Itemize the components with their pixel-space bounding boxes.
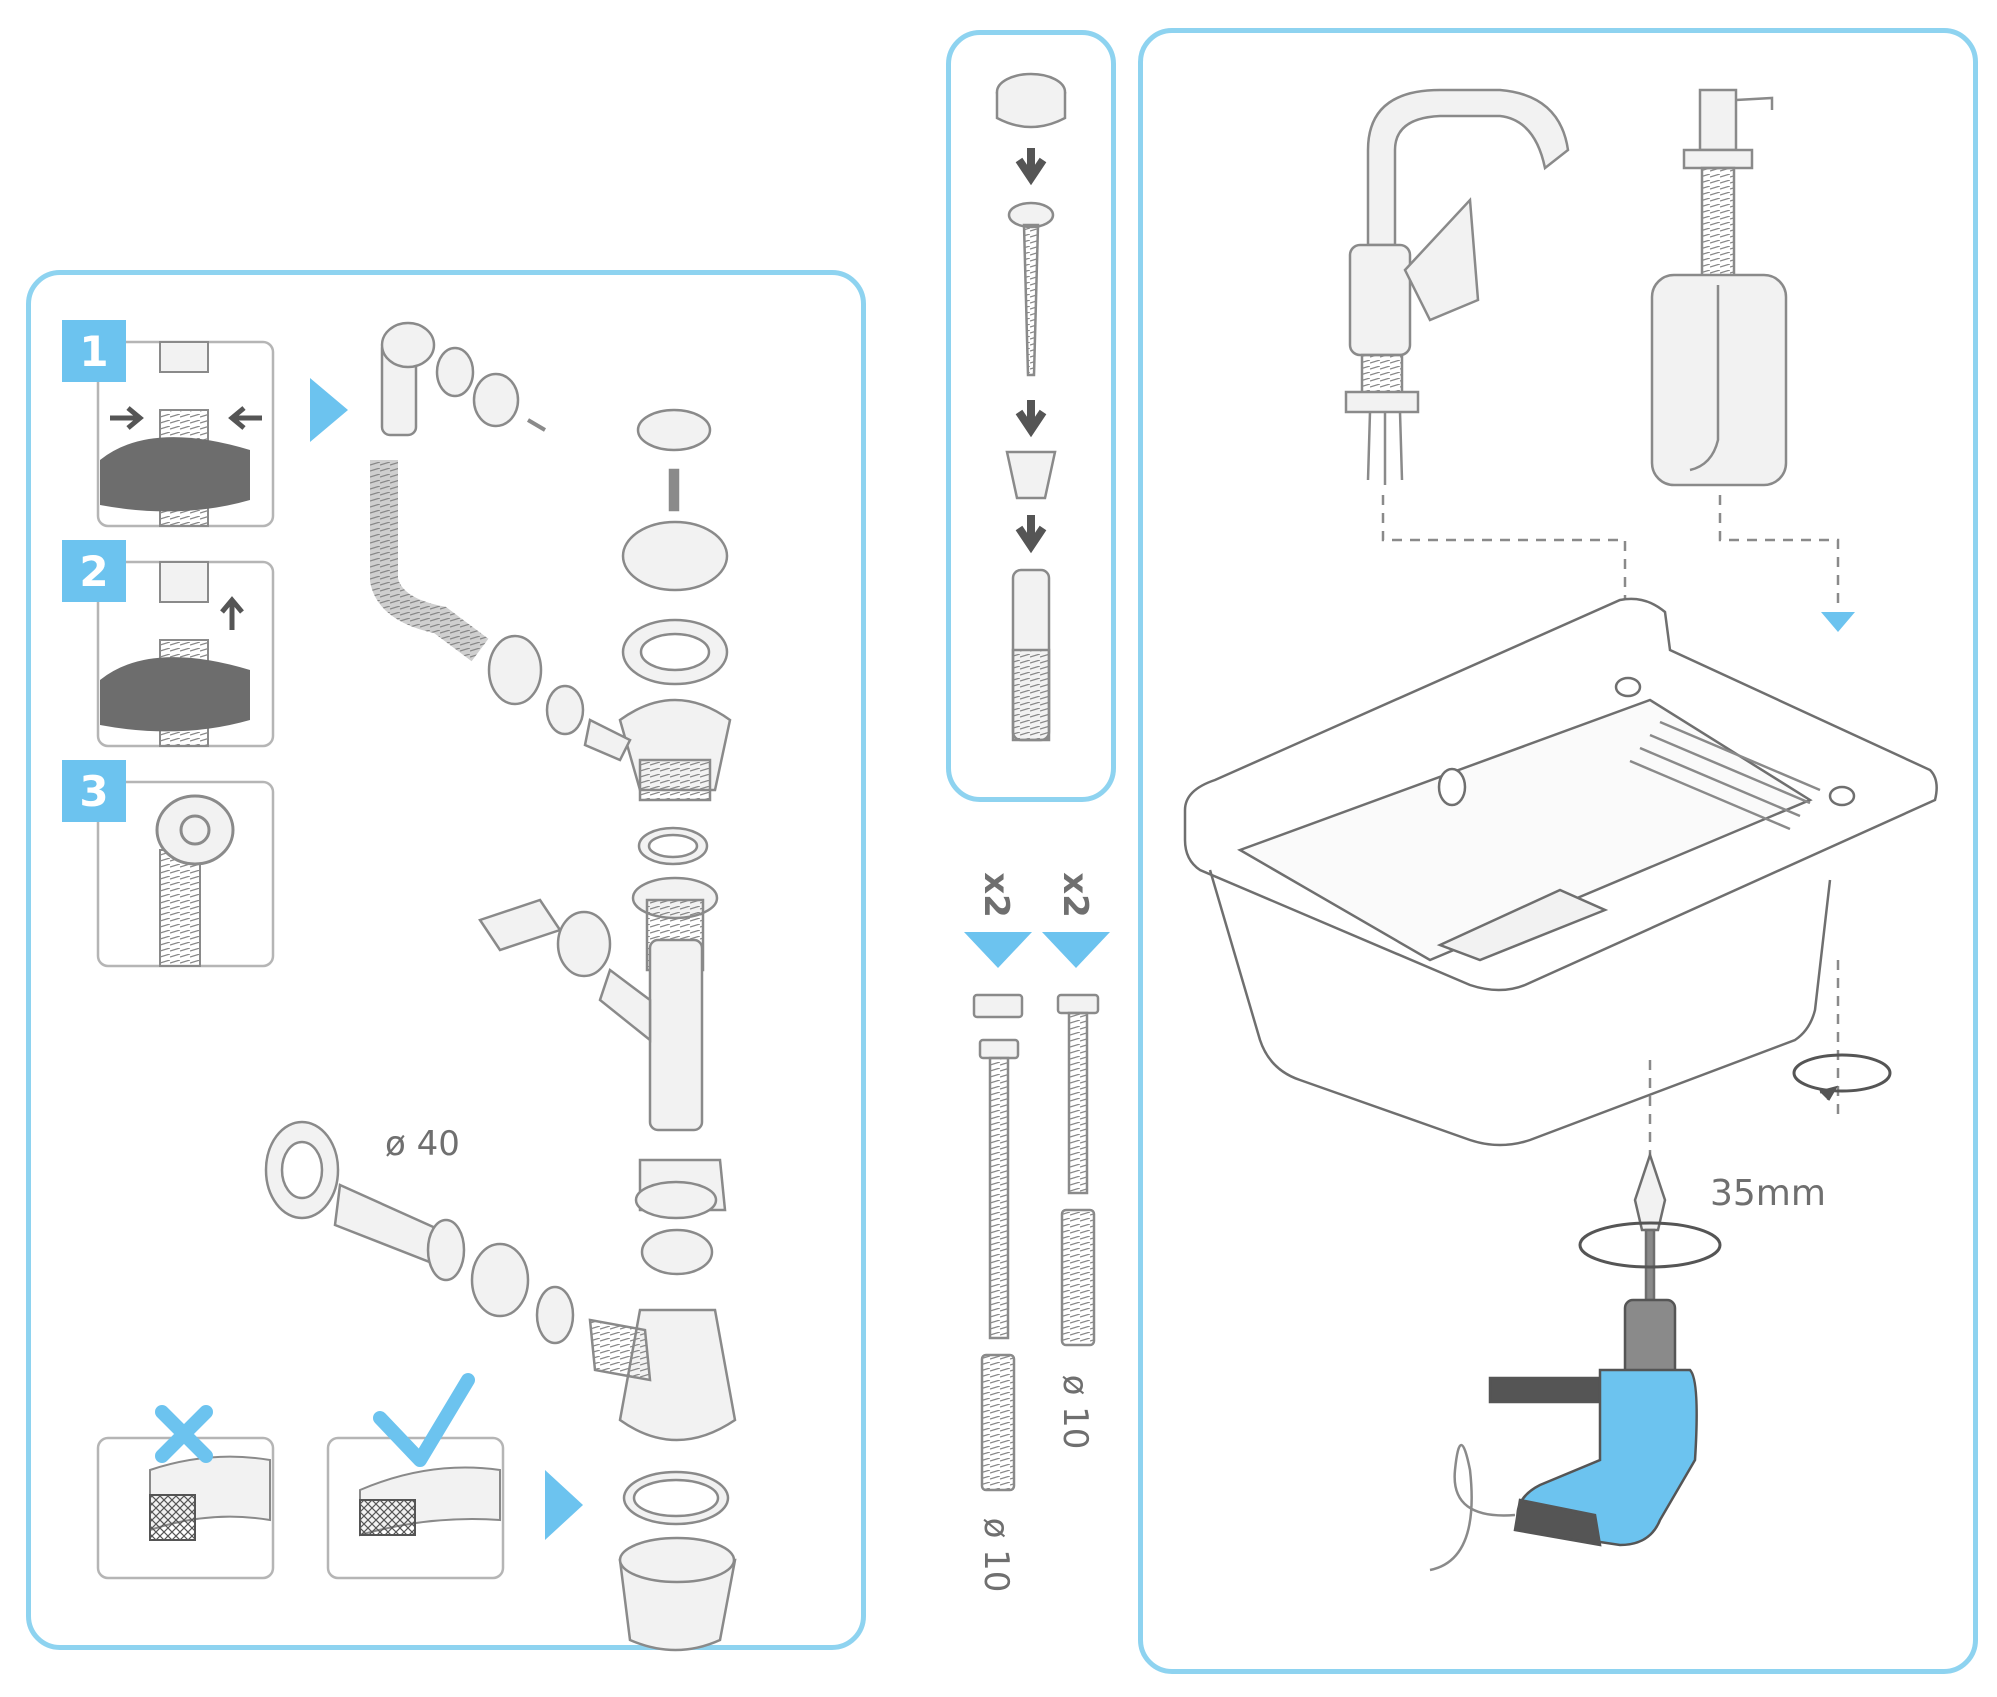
overflow-hole bbox=[1437, 767, 1467, 807]
triangle-down-icon bbox=[1821, 612, 1855, 632]
arrow-right-icon bbox=[110, 406, 144, 430]
step-1-number: 1 bbox=[79, 327, 108, 376]
pipe-40-assembly bbox=[264, 1120, 575, 1345]
faucet-icon bbox=[1344, 88, 1570, 485]
faucet-guide-line bbox=[1381, 495, 1627, 610]
overflow-pipe-assembly bbox=[370, 321, 585, 736]
electric-drill-icon bbox=[1429, 1298, 1698, 1572]
arrow-down-icon bbox=[1015, 515, 1047, 554]
check-icon bbox=[373, 1373, 475, 1467]
cap-icon bbox=[972, 993, 1024, 1019]
elbow-connector-icon bbox=[478, 898, 562, 952]
step-2-number: 2 bbox=[79, 547, 108, 596]
step-3-badge bbox=[62, 760, 126, 822]
hand-icon bbox=[100, 657, 250, 732]
triangle-down-icon bbox=[1042, 932, 1110, 968]
wall-plug-icon bbox=[1060, 1208, 1096, 1347]
rotate-arrow-icon bbox=[1792, 1053, 1892, 1101]
arrow-down-icon bbox=[1015, 148, 1047, 186]
arrow-left-icon bbox=[228, 406, 262, 430]
triangle-right-icon bbox=[310, 378, 348, 442]
gasket-correct bbox=[326, 1373, 505, 1580]
siphon-assembly-panel bbox=[26, 270, 866, 1650]
siphon-tee bbox=[478, 876, 719, 1132]
faucet-hole bbox=[1614, 676, 1642, 698]
drill-bit-icon bbox=[1578, 1151, 1722, 1302]
bolt-kit-right bbox=[1056, 993, 1100, 1347]
sink-basin bbox=[1183, 597, 1938, 1147]
plug-icon bbox=[636, 408, 712, 452]
step-2-badge bbox=[62, 540, 126, 602]
arrow-up-icon bbox=[220, 596, 244, 630]
step-3-number: 3 bbox=[79, 767, 108, 816]
wall-plug-icon bbox=[980, 1353, 1016, 1492]
bolt-head-icon bbox=[978, 1038, 1020, 1060]
washer-icon bbox=[1005, 450, 1057, 500]
bolt-head-icon bbox=[1056, 993, 1100, 1015]
bolt-shaft-icon bbox=[988, 1056, 1010, 1340]
siphon-bowl bbox=[588, 1158, 737, 1652]
drain-strainer-column bbox=[583, 408, 732, 866]
cross-icon bbox=[155, 1405, 213, 1463]
triangle-down-icon bbox=[964, 932, 1032, 968]
step-1: 1 bbox=[62, 320, 275, 528]
bolt-kit-left bbox=[972, 993, 1024, 1492]
diameter-10-left-label: ø 10 bbox=[976, 1518, 1016, 1593]
drainboard-grooves bbox=[1629, 720, 1821, 831]
triangle-right-icon bbox=[545, 1470, 583, 1540]
screw-head-icon bbox=[1007, 201, 1055, 229]
dispenser-guide-line bbox=[1718, 495, 1840, 610]
step-2: 2 bbox=[62, 540, 275, 748]
wall-fixing-panel bbox=[946, 30, 1116, 802]
rotate-arrow-icon bbox=[1578, 1221, 1722, 1269]
fixing-sequence bbox=[995, 72, 1067, 742]
diameter-40-label: ø 40 bbox=[385, 1124, 460, 1164]
arrow-down-icon bbox=[1015, 400, 1047, 438]
quantity-left-label: x2 bbox=[976, 872, 1016, 918]
screw-shaft-icon bbox=[1067, 1011, 1089, 1195]
sink-installation-panel bbox=[1138, 28, 1978, 1674]
bottle-cap-icon bbox=[618, 1558, 737, 1652]
hand-icon bbox=[100, 437, 250, 512]
overflow-fitting-icon bbox=[155, 794, 235, 866]
dispenser-hole bbox=[1828, 785, 1856, 807]
drill-size-label: 35mm bbox=[1710, 1173, 1826, 1214]
soap-dispenser-icon bbox=[1650, 88, 1788, 487]
step-1-badge bbox=[62, 320, 126, 382]
diameter-10-right-label: ø 10 bbox=[1055, 1375, 1095, 1450]
quantity-right-label: x2 bbox=[1055, 872, 1095, 918]
strainer-icon bbox=[621, 520, 729, 592]
step-3: 3 bbox=[62, 760, 275, 968]
gasket-wrong bbox=[96, 1405, 275, 1580]
